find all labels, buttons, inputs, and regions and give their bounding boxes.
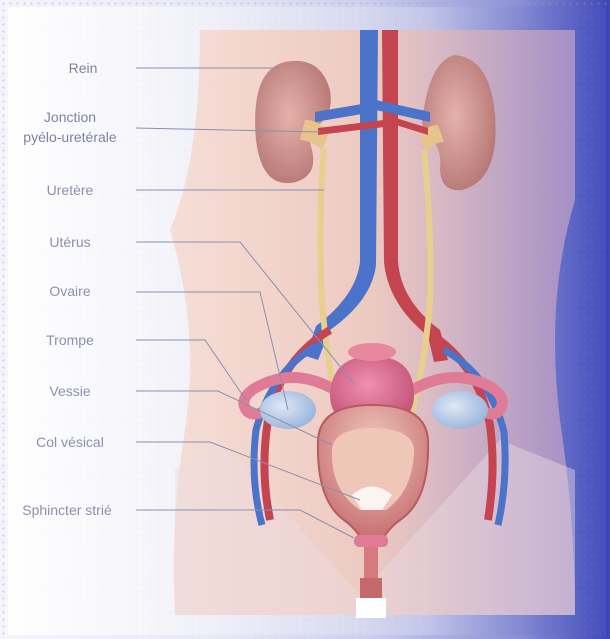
label-jonction-line2: pyélo-uretérale bbox=[5, 128, 135, 146]
urethral-meatus bbox=[360, 578, 382, 600]
label-uterus: Utérus bbox=[5, 233, 135, 251]
label-rein: Rein bbox=[18, 59, 148, 77]
label-sphincter-strie: Sphincter strié bbox=[2, 501, 132, 519]
label-vessie: Vessie bbox=[5, 382, 135, 400]
urethra-base bbox=[356, 598, 386, 618]
label-uretere: Uretère bbox=[5, 181, 135, 199]
right-ovary bbox=[432, 391, 488, 429]
label-col-vesical: Col vésical bbox=[5, 433, 135, 451]
label-trompe: Trompe bbox=[5, 331, 135, 349]
label-ovaire: Ovaire bbox=[5, 282, 135, 300]
sphincter bbox=[354, 535, 388, 547]
label-jonction-line1: Jonction bbox=[5, 108, 135, 126]
uterus-top bbox=[348, 343, 396, 361]
